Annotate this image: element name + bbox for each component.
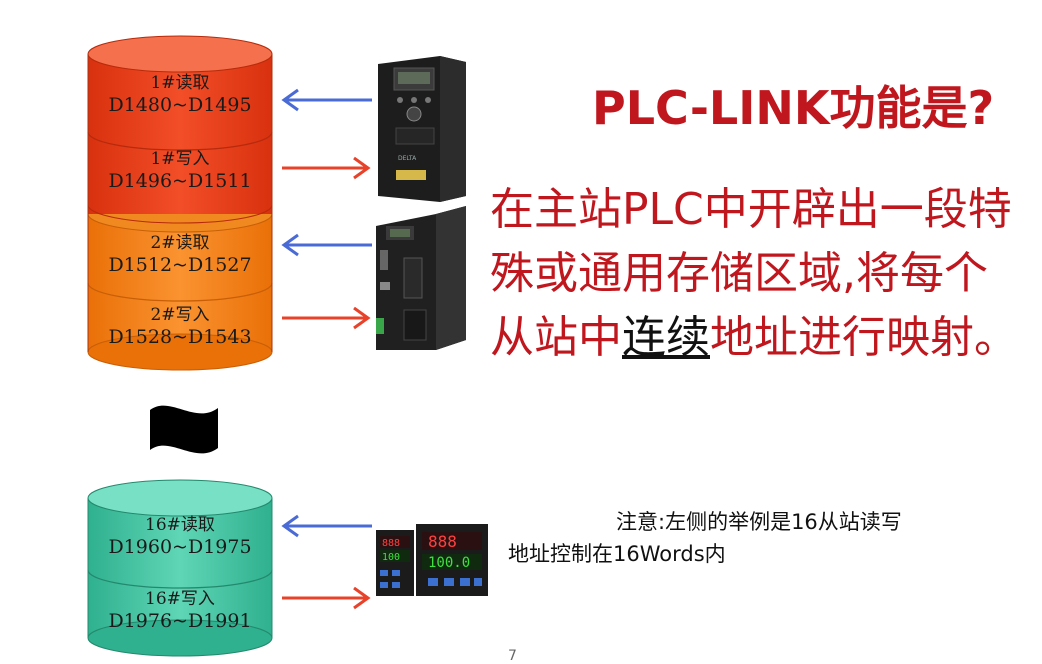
segment-range: D1496~D1511 xyxy=(108,170,252,192)
note-line-1: 注意:左侧的举例是16从站读写 xyxy=(616,510,902,534)
segment-range: D1528~D1543 xyxy=(108,326,252,348)
segment-range: D1976~D1991 xyxy=(108,610,252,632)
temperature-controller-icon: 888 100 888 100.0 xyxy=(376,524,488,596)
svg-text:100.0: 100.0 xyxy=(428,555,470,571)
arrow-read-16 xyxy=(281,514,372,538)
continuation-wave-icon xyxy=(150,405,218,454)
segment-1-write: 1#写入 D1496~D1511 xyxy=(88,148,272,192)
segment-label: 1#写入 xyxy=(150,149,210,169)
note-line-2: 地址控制在16Words内 xyxy=(508,542,726,566)
servo-drive-icon xyxy=(376,206,466,350)
drive-icon: DELTA xyxy=(378,56,466,202)
segment-16-write: 16#写入 D1976~D1991 xyxy=(88,588,272,632)
segment-16-read: 16#读取 D1960~D1975 xyxy=(88,514,272,558)
segment-2-write: 2#写入 D1528~D1543 xyxy=(88,304,272,348)
segment-range: D1512~D1527 xyxy=(108,254,252,276)
segment-2-read: 2#读取 D1512~D1527 xyxy=(88,232,272,276)
slide-note: 注意:左侧的举例是16从站读写 地址控制在16Words内 xyxy=(508,506,1028,570)
segment-label: 1#读取 xyxy=(150,73,210,93)
description-emphasis: 连续 xyxy=(622,312,710,363)
svg-text:888: 888 xyxy=(382,538,400,549)
register-stack-bottom xyxy=(87,479,273,657)
segment-range: D1480~D1495 xyxy=(108,94,252,116)
arrow-write-2 xyxy=(282,306,371,330)
segment-1-read: 1#读取 D1480~D1495 xyxy=(88,72,272,116)
segment-label: 16#读取 xyxy=(145,515,215,535)
segment-label: 16#写入 xyxy=(145,589,215,609)
page-number: 7 xyxy=(508,648,517,664)
segment-label: 2#读取 xyxy=(150,233,210,253)
svg-text:888: 888 xyxy=(428,532,457,551)
description-text: 在主站PLC中开辟出一段特殊或通用存储区域,将每个从站中 xyxy=(490,184,1012,363)
svg-text:100: 100 xyxy=(382,552,400,563)
slide-description: 在主站PLC中开辟出一段特殊或通用存储区域,将每个从站中连续地址进行映射。 xyxy=(490,178,1030,370)
arrow-write-1 xyxy=(282,156,371,180)
arrow-read-1 xyxy=(281,88,372,112)
arrow-write-16 xyxy=(282,586,371,610)
register-stack-top xyxy=(87,35,273,371)
slide-title: PLC-LINK功能是? xyxy=(592,81,995,135)
segment-label: 2#写入 xyxy=(150,305,210,325)
arrow-read-2 xyxy=(281,233,372,257)
description-text-end: 地址进行映射。 xyxy=(710,312,1018,363)
segment-range: D1960~D1975 xyxy=(108,536,252,558)
svg-text:DELTA: DELTA xyxy=(398,155,417,162)
